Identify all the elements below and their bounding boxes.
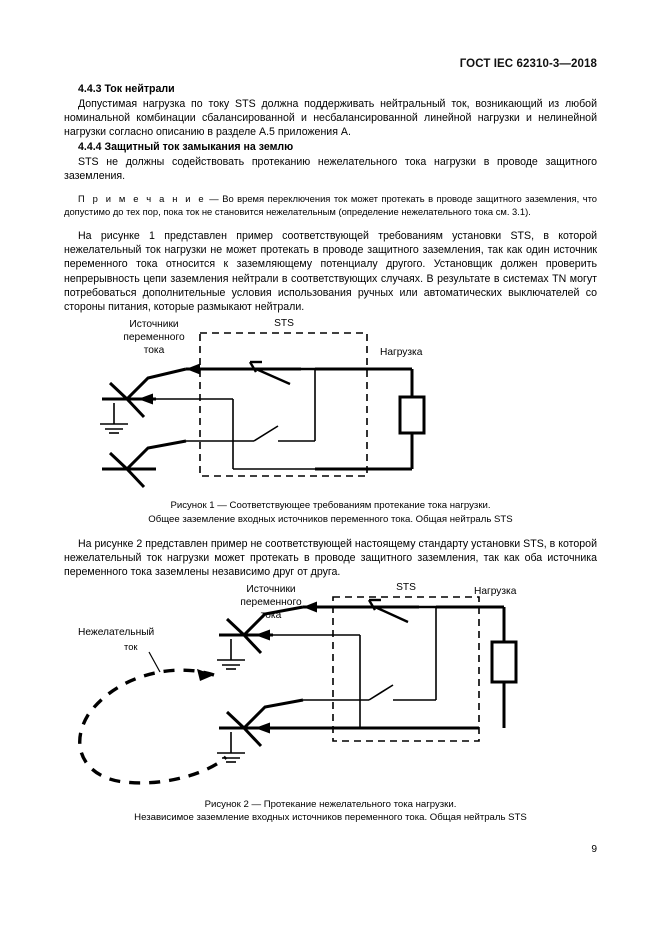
figure-1-upper-source-ground (100, 403, 128, 435)
note-paragraph: П р и м е ч а н и е — Во время переключе… (64, 192, 597, 218)
figure-2-sources-label-line3: тока (261, 610, 282, 621)
figure-1-caption-line-1: Рисунок 1 — Соответствующее требованиям … (170, 500, 491, 512)
figure-1-load-circuit (315, 367, 414, 471)
figure-2-sources-label-line2: переменного (240, 597, 302, 608)
figure-2-unwanted-current-leader (148, 651, 161, 672)
figure-2-sources-label-line1: Источники (246, 584, 295, 595)
figure-2-sts-label: STS (396, 582, 416, 593)
figure-2-sts-boundary (332, 595, 480, 742)
figure-1-lower-source-branch (102, 439, 187, 489)
section-paragraph-4-4-3: Допустимая нагрузка по току STS должна п… (64, 98, 597, 139)
paragraph-before-figure-2: На рисунке 2 представлен пример не соотв… (64, 538, 597, 579)
figure-2-lower-neutral-arrow (255, 722, 270, 734)
figure-2-load-resistor (490, 640, 518, 684)
note-dash: — (205, 193, 223, 205)
figure-2-upper-neutral-return (255, 633, 361, 728)
figure-2-circuit-diagram: Нежелательный ток Источники переменного … (78, 582, 518, 785)
figure-2-upper-source-branch (219, 605, 419, 654)
figure-2-unwanted-current-loop (78, 668, 228, 785)
page-number: 9 (591, 844, 597, 855)
figure-1-circuit-diagram: Источники переменного тока STS Нагрузка (100, 318, 426, 489)
figure-2: Нежелательный ток Источники переменного … (64, 580, 597, 825)
figure-1-caption-line-2: Общее заземление входных источников пере… (148, 513, 513, 525)
figure-1-sources-label-line3: тока (144, 345, 165, 356)
page-header-title: ГОСТ IEC 62310-3—2018 (459, 58, 597, 70)
figure-2-upper-switch (367, 598, 479, 623)
figure-1-load-resistor (398, 395, 426, 435)
figure-1-upper-source-arrow (186, 363, 200, 375)
figure-1-sts-label: STS (274, 318, 294, 329)
document-body: 4.4.3 Ток нейтрали Допустимая нагрузка п… (64, 82, 597, 824)
figure-1-sources-label-line2: переменного (123, 332, 185, 343)
figure-2-upper-neutral-arrow (255, 629, 270, 641)
figure-2-load-label: Нагрузка (474, 586, 517, 597)
figure-1-upper-switch (248, 361, 367, 386)
section-heading-4-4-4: 4.4.4 Защитный ток замыкания на землю (78, 140, 294, 153)
figure-2-unwanted-label-line2: ток (124, 641, 138, 652)
figure-1: Источники переменного тока STS Нагрузка … (64, 314, 597, 526)
figure-1-sts-boundary (199, 332, 368, 478)
figure-1-neutral-return-arrow (138, 393, 153, 405)
figure-2-caption-line-2: Независимое заземление входных источнико… (134, 812, 527, 824)
section-heading-4-4-3: 4.4.3 Ток нейтрали (78, 83, 175, 95)
figure-1-upper-source-branch (102, 367, 301, 419)
figure-1-sources-label-line1: Источники (129, 319, 178, 330)
figure-1-load-label: Нагрузка (380, 347, 423, 358)
figure-2-lower-switch (303, 683, 436, 701)
figure-2-unwanted-label-line1: Нежелательный (78, 627, 154, 638)
figure-2-caption-line-1: Рисунок 2 — Протекание нежелательного то… (204, 798, 457, 810)
figure-2-upper-source-ground (217, 638, 245, 670)
paragraph-before-figure-1: На рисунке 1 представлен пример соответс… (64, 230, 597, 314)
section-paragraph-4-4-4: STS не должны содействовать протеканию н… (64, 155, 597, 182)
figure-2-load-circuit (436, 605, 506, 728)
note-label: П р и м е ч а н и е (78, 193, 206, 205)
figure-2-upper-source-arrow (303, 601, 317, 613)
figure-1-neutral-return-line (138, 398, 367, 471)
note-body: Во время переключения ток может протекат… (64, 193, 597, 218)
figure-2-lower-source-ground (217, 731, 245, 763)
figure-1-lower-switch (186, 425, 315, 443)
